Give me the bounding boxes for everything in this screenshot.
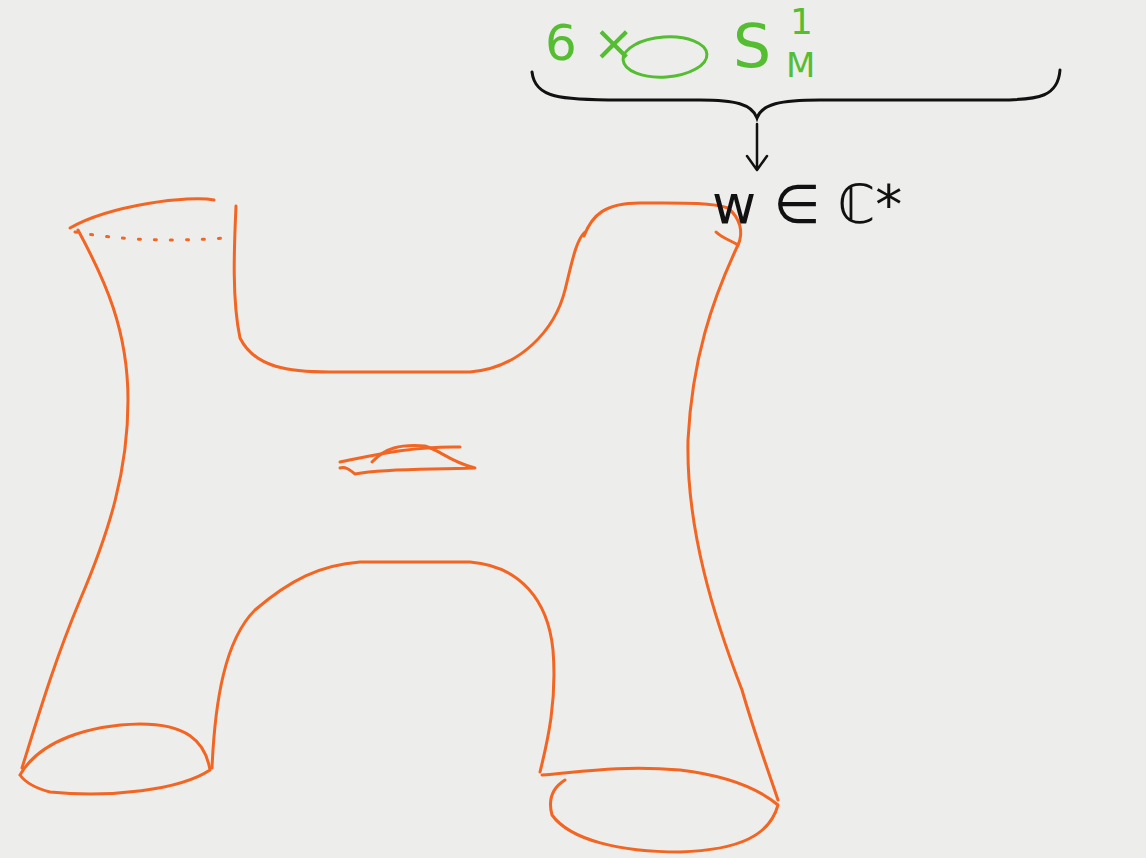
surface-edge (212, 562, 554, 772)
genus-hole (340, 446, 475, 474)
surface-edge (234, 206, 585, 372)
circle-symbol (622, 34, 709, 80)
parameter-label: w ∈ ℂ* (712, 178, 902, 232)
boundary-rim (542, 768, 778, 852)
boundary-rim (70, 199, 214, 228)
superscript-label: 1 (790, 4, 813, 40)
surface-edge (688, 245, 778, 800)
subscript-label: M (786, 48, 815, 82)
boundary-rim-hidden (75, 232, 225, 240)
boundary-rim (20, 724, 210, 794)
map-arrow (747, 124, 767, 170)
surface-edge (22, 230, 128, 768)
circle-label: S (733, 16, 771, 76)
multiplicity-label: 6 × (545, 18, 635, 68)
